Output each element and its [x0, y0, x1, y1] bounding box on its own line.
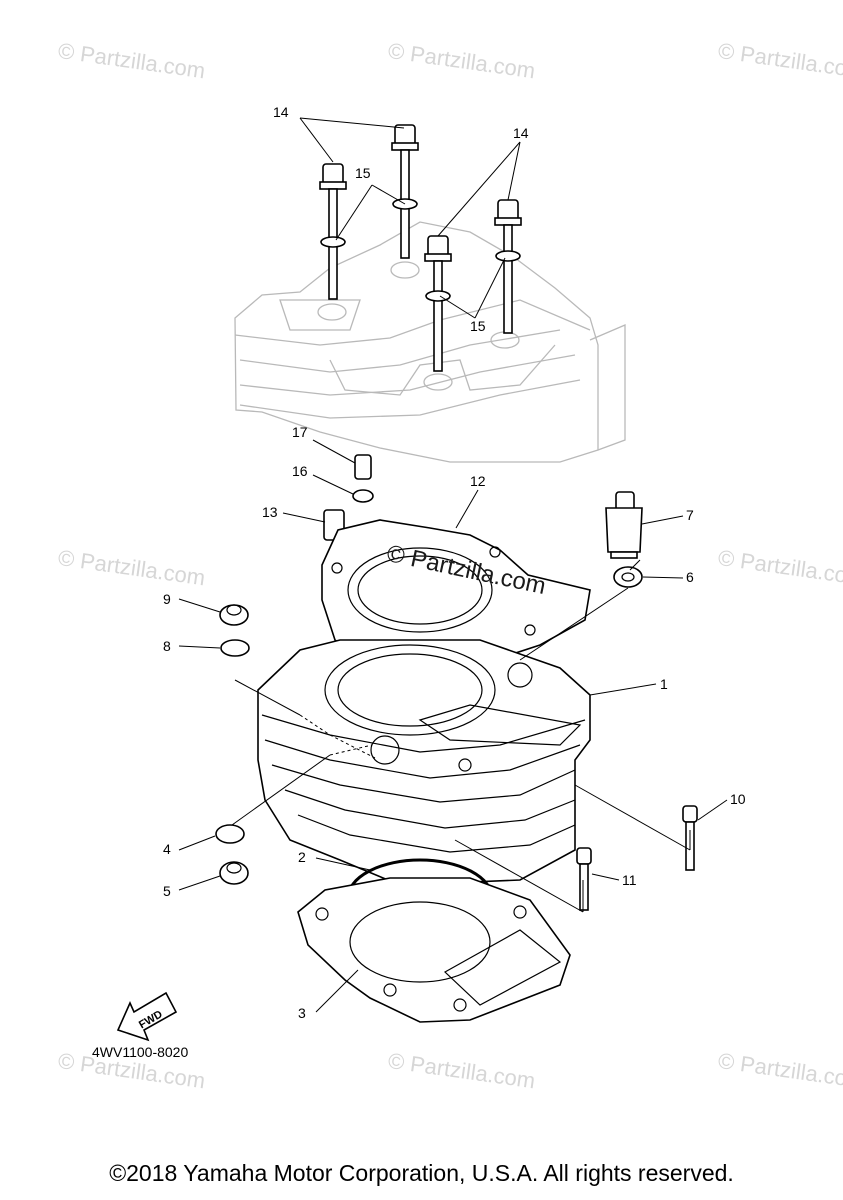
- flange-nut: [219, 861, 249, 885]
- callout-1: 1: [660, 676, 668, 692]
- cylinder-base-gasket: [297, 877, 571, 1023]
- oil-dowel: [605, 491, 643, 588]
- callout-7: 7: [686, 507, 694, 523]
- callout-10: 10: [730, 791, 746, 807]
- fwd-arrow-icon: FWD: [116, 991, 178, 1042]
- callout-12: 12: [470, 473, 486, 489]
- stud-bolt: [576, 847, 592, 911]
- callout-5: 5: [163, 883, 171, 899]
- diagram-code: 4WV1100-8020: [92, 1044, 189, 1060]
- callout-11: 11: [622, 872, 637, 888]
- copyright-notice: ©2018 Yamaha Motor Corporation, U.S.A. A…: [109, 1160, 734, 1186]
- callout-8: 8: [163, 638, 171, 654]
- plain-washer: [220, 639, 250, 657]
- callout-2: 2: [298, 849, 306, 865]
- flange-nut: [219, 604, 249, 626]
- plain-washer: [215, 824, 245, 844]
- cylinder: [257, 639, 591, 886]
- callout-3: 3: [298, 1005, 306, 1021]
- head-bolt: [319, 163, 347, 300]
- head-bolt: [494, 199, 522, 334]
- callout-15: 15: [355, 165, 371, 181]
- callout-4: 4: [163, 841, 171, 857]
- callout-17: 17: [292, 424, 308, 440]
- callout-15: 15: [470, 318, 486, 334]
- callout-14: 14: [513, 125, 529, 141]
- callout-6: 6: [686, 569, 694, 585]
- callout-16: 16: [292, 463, 308, 479]
- callout-9: 9: [163, 591, 171, 607]
- cylinder-head-ghost: [234, 221, 626, 463]
- callout-14: 14: [273, 104, 289, 120]
- callout-13: 13: [262, 504, 278, 520]
- leader-lines: [178, 117, 728, 1013]
- head-bolt: [424, 235, 452, 372]
- head-bolt: [391, 124, 419, 259]
